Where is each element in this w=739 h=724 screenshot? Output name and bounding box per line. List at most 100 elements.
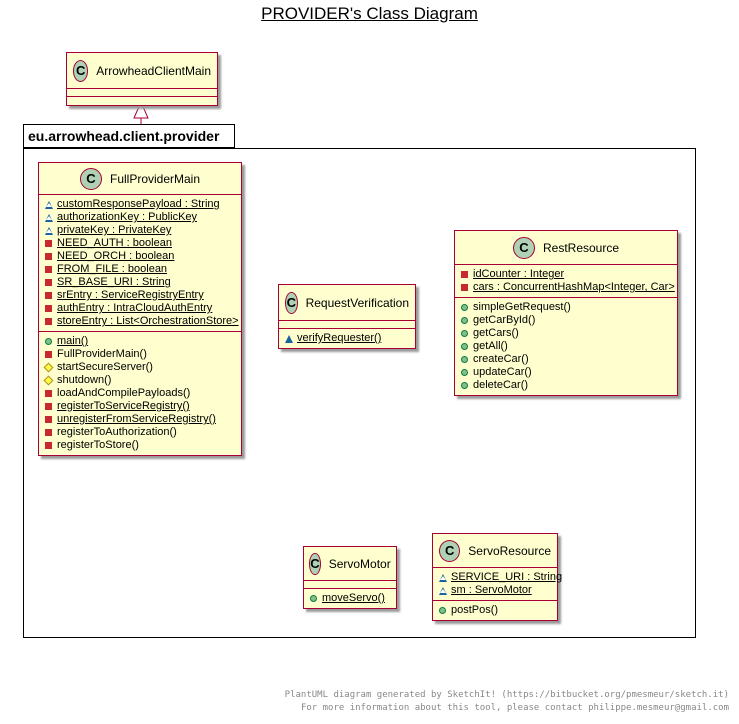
- footer-line-2: For more information about this tool, pl…: [300, 703, 729, 713]
- package-tab: eu.arrowhead.client.provider: [23, 124, 235, 148]
- method-row: main(): [45, 335, 235, 348]
- method-row: verifyRequester(): [285, 332, 409, 345]
- class-stereotype-icon: C: [439, 539, 461, 562]
- method-text: main(): [57, 335, 89, 347]
- public-visibility-icon: [461, 369, 473, 376]
- field-row: idCounter : Integer: [461, 268, 671, 281]
- class-servo-motor[interactable]: C ServoMotor moveServo(): [303, 546, 397, 609]
- method-row: FullProviderMain(): [45, 348, 235, 361]
- field-text: customResponsePayload : String: [57, 198, 220, 210]
- field-text: privateKey : PrivateKey: [57, 224, 172, 236]
- field-text: NEED_AUTH : boolean: [57, 237, 172, 249]
- public-visibility-icon: [461, 330, 473, 337]
- field-row: FROM_FILE : boolean: [45, 263, 235, 276]
- private-visibility-icon: [461, 271, 473, 278]
- field-row: authEntry : IntraCloudAuthEntry: [45, 302, 235, 315]
- class-name: RequestVerification: [305, 295, 409, 310]
- method-text: FullProviderMain(): [57, 348, 147, 360]
- method-text: getCars(): [473, 327, 519, 339]
- method-row: getCarById(): [461, 314, 671, 327]
- field-row: srEntry : ServiceRegistryEntry: [45, 289, 235, 302]
- method-row: registerToAuthorization(): [45, 426, 235, 439]
- method-text: simpleGetRequest(): [473, 301, 571, 313]
- method-row: startSecureServer(): [43, 361, 235, 374]
- class-stereotype-icon: C: [73, 59, 89, 82]
- method-row: postPos(): [439, 604, 551, 617]
- field-row: authorizationKey : PublicKey: [45, 211, 235, 224]
- package-visibility-icon: [439, 573, 451, 582]
- public-visibility-icon: [439, 607, 451, 614]
- field-text: SR_BASE_URI : String: [57, 276, 171, 288]
- field-text: FROM_FILE : boolean: [57, 263, 168, 275]
- public-visibility-icon: [310, 595, 322, 602]
- method-text: postPos(): [451, 604, 499, 616]
- method-row: simpleGetRequest(): [461, 301, 671, 314]
- field-text: srEntry : ServiceRegistryEntry: [57, 289, 204, 301]
- class-stereotype-icon: C: [309, 552, 321, 575]
- method-row: moveServo(): [310, 592, 390, 605]
- footer-line-1: PlantUML diagram generated by SketchIt! …: [284, 690, 729, 700]
- method-row: shutdown(): [43, 374, 235, 387]
- field-text: authEntry : IntraCloudAuthEntry: [57, 302, 213, 314]
- package-visibility-icon: [45, 213, 57, 222]
- package-visibility-icon: [439, 586, 451, 595]
- private-visibility-icon: [45, 390, 57, 397]
- method-row: registerToServiceRegistry(): [45, 400, 235, 413]
- package-visibility-icon: [45, 200, 57, 209]
- method-text: loadAndCompilePayloads(): [57, 387, 191, 399]
- method-row: getAll(): [461, 340, 671, 353]
- method-text: moveServo(): [322, 592, 385, 604]
- method-row: registerToStore(): [45, 439, 235, 452]
- field-text: storeEntry : List<OrchestrationStore>: [57, 315, 239, 327]
- method-text: startSecureServer(): [57, 361, 153, 373]
- public-visibility-icon: [461, 304, 473, 311]
- field-text: idCounter : Integer: [473, 268, 565, 280]
- protected-visibility-icon: [43, 362, 57, 373]
- class-name: RestResource: [542, 240, 620, 255]
- class-name: ArrowheadClientMain: [96, 63, 211, 78]
- public-visibility-icon: [45, 338, 57, 345]
- field-row: storeEntry : List<OrchestrationStore>: [45, 315, 239, 328]
- class-name: FullProviderMain: [109, 171, 201, 186]
- package-visibility-icon: [45, 226, 57, 235]
- private-visibility-icon: [45, 429, 57, 436]
- private-visibility-icon: [45, 240, 57, 247]
- field-text: NEED_ORCH : boolean: [57, 250, 175, 262]
- class-name: ServoResource: [468, 543, 551, 558]
- class-arrowhead-client-main[interactable]: C ArrowheadClientMain: [66, 52, 218, 106]
- class-request-verification[interactable]: C RequestVerification verifyRequester(): [278, 284, 416, 349]
- package-visibility-icon: [285, 334, 297, 343]
- method-text: registerToAuthorization(): [57, 426, 177, 438]
- private-visibility-icon: [45, 442, 57, 449]
- private-visibility-icon: [45, 351, 57, 358]
- private-visibility-icon: [461, 284, 473, 291]
- method-row: createCar(): [461, 353, 671, 366]
- method-text: verifyRequester(): [297, 332, 382, 344]
- method-text: shutdown(): [57, 374, 112, 386]
- method-text: registerToStore(): [57, 439, 139, 451]
- private-visibility-icon: [45, 253, 57, 260]
- private-visibility-icon: [45, 279, 57, 286]
- method-text: getCarById(): [473, 314, 536, 326]
- private-visibility-icon: [45, 266, 57, 273]
- field-row: customResponsePayload : String: [45, 198, 235, 211]
- private-visibility-icon: [45, 403, 57, 410]
- method-row: unregisterFromServiceRegistry(): [45, 413, 235, 426]
- class-stereotype-icon: C: [285, 291, 298, 314]
- method-text: updateCar(): [473, 366, 532, 378]
- method-row: updateCar(): [461, 366, 671, 379]
- public-visibility-icon: [461, 382, 473, 389]
- class-full-provider-main[interactable]: C FullProviderMain customResponsePayload…: [38, 162, 242, 456]
- field-text: sm : ServoMotor: [451, 584, 532, 596]
- field-row: NEED_AUTH : boolean: [45, 237, 235, 250]
- field-text: SERVICE_URI : String: [451, 571, 563, 583]
- protected-visibility-icon: [43, 375, 57, 386]
- private-visibility-icon: [45, 305, 57, 312]
- field-row: sm : ServoMotor: [439, 584, 551, 597]
- field-row: NEED_ORCH : boolean: [45, 250, 235, 263]
- field-row: SR_BASE_URI : String: [45, 276, 235, 289]
- public-visibility-icon: [461, 343, 473, 350]
- method-row: getCars(): [461, 327, 671, 340]
